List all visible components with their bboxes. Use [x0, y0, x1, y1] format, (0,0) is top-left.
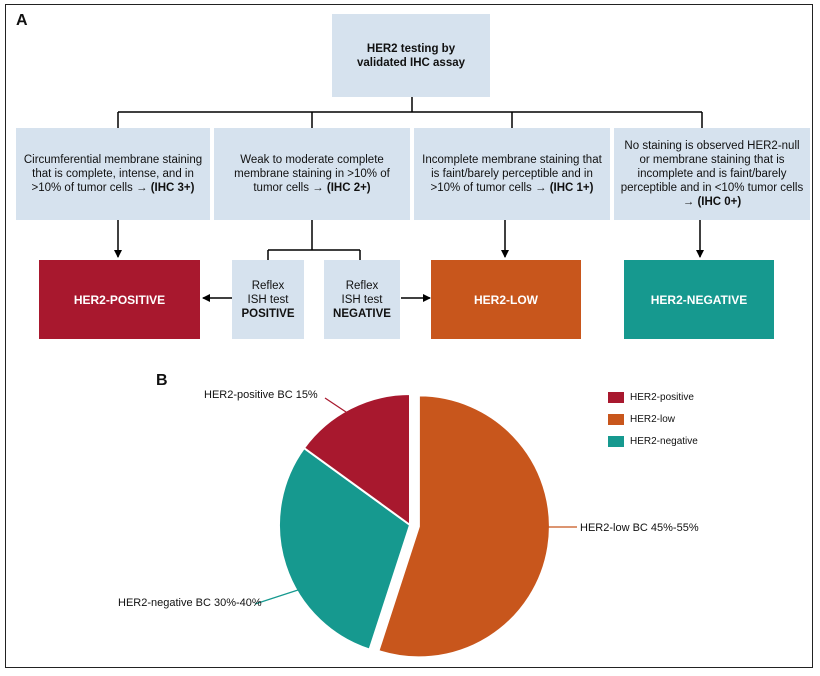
legend-item-her2-positive: HER2-positive [608, 392, 694, 403]
legend-label-her2-low: HER2-low [630, 414, 676, 425]
criteria-ihc0-score: (IHC 0+) [697, 196, 742, 208]
criteria-ihc2-box: Weak to moderate complete membrane stain… [214, 128, 410, 220]
her2-positive-box: HER2-POSITIVE [39, 260, 200, 339]
panel-b-label: B [156, 372, 168, 389]
legend-swatch-her2-negative [608, 436, 624, 447]
ihc-testing-line2: validated IHC assay [356, 56, 466, 69]
pie-slice-her2-low [377, 394, 551, 659]
her2-low-box: HER2-LOW [431, 260, 581, 339]
legend-item-her2-low: HER2-low [608, 414, 675, 425]
pie-label-her2-low: HER2-low BC 45%-55% [580, 522, 699, 534]
reflex-positive-result: POSITIVE [241, 307, 295, 320]
figure-frame [5, 4, 813, 668]
panel-a-label: A [16, 12, 28, 29]
pie-label-her2-positive: HER2-positive BC 15% [204, 389, 318, 401]
legend-swatch-her2-positive [608, 392, 624, 403]
criteria-ihc3-text: Circumferential membrane staining that i… [23, 154, 203, 194]
criteria-ihc1-score: (IHC 1+) [549, 182, 594, 194]
criteria-ihc1-box: Incomplete membrane staining that is fai… [414, 128, 610, 220]
criteria-ihc3-score: (IHC 3+) [150, 182, 195, 194]
pie-label-her2-negative: HER2-negative BC 30%-40% [118, 597, 262, 609]
reflex-positive-line1: Reflex [251, 279, 285, 292]
legend-label-her2-negative: HER2-negative [630, 436, 698, 447]
criteria-ihc2-text: Weak to moderate complete membrane stain… [234, 154, 390, 194]
pie-leader-her2-negative [254, 589, 299, 605]
criteria-ihc1-text: Incomplete membrane staining that is fai… [422, 154, 602, 194]
criteria-ihc3-box: Circumferential membrane staining that i… [16, 128, 210, 220]
reflex-negative-line2: ISH test [341, 293, 383, 306]
legend-label-her2-positive: HER2-positive [630, 392, 694, 403]
ihc-testing-line1: HER2 testing by [366, 42, 456, 55]
criteria-ihc0-box: No staining is observed HER2-null or mem… [614, 128, 810, 220]
legend-swatch-her2-low [608, 414, 624, 425]
pie-slice-her2-negative [278, 446, 412, 651]
her2-negative-box: HER2-NEGATIVE [624, 260, 774, 339]
legend-item-her2-negative: HER2-negative [608, 436, 698, 447]
reflex-negative-line1: Reflex [345, 279, 379, 292]
pie-slice-her2-positive [302, 392, 411, 527]
criteria-ihc2-score: (IHC 2+) [326, 182, 371, 194]
pie-leader-her2-positive [324, 397, 353, 417]
reflex-positive-line2: ISH test [247, 293, 289, 306]
criteria-ihc0-text: No staining is observed HER2-null or mem… [620, 140, 804, 208]
reflex-negative-result: NEGATIVE [333, 307, 391, 320]
